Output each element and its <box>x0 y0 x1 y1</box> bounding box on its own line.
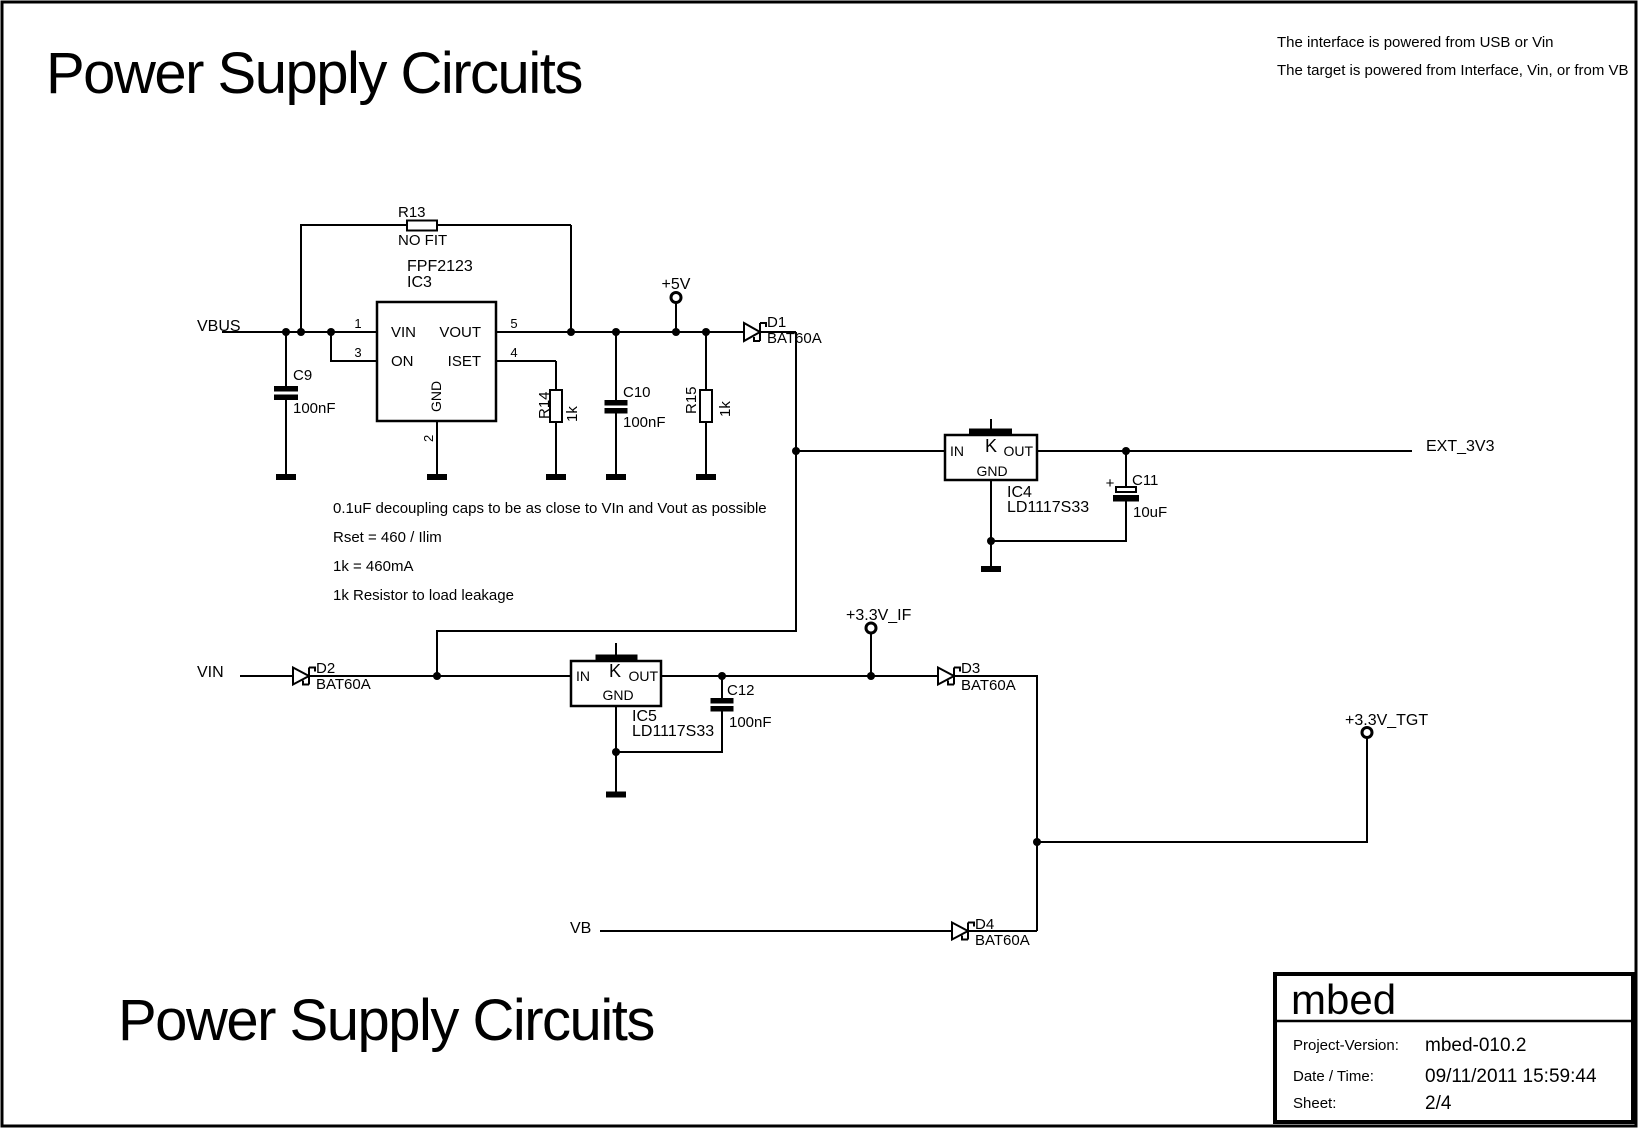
r15-value: 1k <box>717 401 734 417</box>
titleblock-value-project-version: mbed-010.2 <box>1425 1035 1526 1056</box>
d3-value: BAT60A <box>961 677 1016 694</box>
c12-ref: C12 <box>727 682 755 699</box>
c12-value: 100nF <box>729 714 772 731</box>
net-label-vb: VB <box>570 920 591 937</box>
ic4-pin-k: K <box>985 436 997 456</box>
d2-value: BAT60A <box>316 676 371 693</box>
r14-value: 1k <box>564 406 581 422</box>
ic3-ref: IC3 <box>407 274 432 291</box>
titleblock-value-date-time: 09/11/2011 15:59:44 <box>1425 1066 1597 1087</box>
ic3-pin-gnd: GND <box>428 381 444 412</box>
capacitor-c10: C10 100nF <box>604 384 666 431</box>
resistor-r13: R13 NO FIT <box>398 204 447 249</box>
titleblock-label-project-version: Project-Version: <box>1293 1037 1399 1054</box>
titleblock-label-date-time: Date / Time: <box>1293 1068 1374 1085</box>
net-label-3v3-if: +3.3V_IF <box>846 607 912 624</box>
d1-ref: D1 <box>767 314 786 331</box>
power-symbol-3v3-if <box>864 621 878 635</box>
c9-value: 100nF <box>293 400 336 417</box>
brand-logo-text: mbed <box>1291 976 1396 1023</box>
r14-ref: R14 <box>536 391 553 419</box>
note-line-1: 0.1uF decoupling caps to be as close to … <box>333 500 767 517</box>
power-symbol-5v <box>669 291 683 304</box>
d4-value: BAT60A <box>975 932 1030 949</box>
r13-value: NO FIT <box>398 232 447 249</box>
note-line-4: 1k Resistor to load leakage <box>333 587 514 604</box>
net-label-ext-3v3: EXT_3V3 <box>1426 438 1495 455</box>
ic3-pin-vin: VIN <box>391 324 416 341</box>
page-title-bottom: Power Supply Circuits <box>118 988 654 1053</box>
net-label-vbus: VBUS <box>197 318 241 335</box>
diode-d4: D4 BAT60A <box>951 916 1030 949</box>
capacitor-c9: C9 100nF <box>274 367 336 417</box>
ic3-pin-number-1: 1 <box>354 316 361 331</box>
d4-ref: D4 <box>975 916 994 933</box>
d2-ref: D2 <box>316 660 335 677</box>
ic3-pin-number-5: 5 <box>510 316 517 331</box>
ic3-pin-number-3: 3 <box>354 345 361 360</box>
d1-value: BAT60A <box>767 330 822 347</box>
ic3-fpf2123: FPF2123 IC3 VIN ON VOUT ISET GND 1 3 5 4… <box>354 258 517 442</box>
ic3-pin-on: ON <box>391 353 414 370</box>
notes-block: 0.1uF decoupling caps to be as close to … <box>333 500 767 604</box>
ic4-part: LD1117S33 <box>1007 499 1089 516</box>
c11-ref: C11 <box>1132 472 1158 489</box>
c11-value: 10uF <box>1133 504 1167 521</box>
titleblock-value-sheet: 2/4 <box>1425 1093 1452 1114</box>
capacitor-c11: + C11 10uF <box>1106 472 1168 521</box>
ground-symbols <box>276 474 1001 798</box>
title-block: mbed Project-Version: mbed-010.2 Date / … <box>1273 972 1635 1124</box>
wires-vin-section <box>240 633 1368 932</box>
ic4-ref: IC4 <box>1007 484 1032 501</box>
info-line-2: The target is powered from Interface, Vi… <box>1277 62 1629 79</box>
wires-input-section <box>222 224 945 676</box>
ic3-pin-number-2: 2 <box>421 435 436 442</box>
page-title-top: Power Supply Circuits <box>46 41 582 106</box>
power-symbol-3v3-tgt <box>1360 726 1374 739</box>
ic5-pin-gnd: GND <box>602 687 633 703</box>
c9-ref: C9 <box>293 367 312 384</box>
junction-dots <box>282 328 1130 846</box>
ic3-pin-vout: VOUT <box>439 324 481 341</box>
ic5-ld1117s33: IN K OUT GND IC5 LD1117S33 <box>569 654 714 740</box>
ic5-ref: IC5 <box>632 708 657 725</box>
ic5-pin-in: IN <box>576 668 590 684</box>
diode-d2: D2 BAT60A <box>292 660 371 693</box>
ic5-pin-k: K <box>609 661 621 681</box>
net-label-vin: VIN <box>197 664 224 681</box>
ic5-part: LD1117S33 <box>632 723 714 740</box>
note-line-3: 1k = 460mA <box>333 558 413 575</box>
ic3-part: FPF2123 <box>407 258 473 275</box>
ic5-pin-out: OUT <box>628 668 658 684</box>
r15-ref: R15 <box>683 386 700 414</box>
r13-ref: R13 <box>398 204 426 221</box>
ic3-pin-iset: ISET <box>448 353 481 370</box>
ic4-ld1117s33: IN K OUT GND IC4 LD1117S33 <box>943 428 1089 516</box>
diode-d3: D3 BAT60A <box>937 660 1016 694</box>
net-label-3v3-tgt: +3.3V_TGT <box>1345 712 1428 729</box>
c10-value: 100nF <box>623 414 666 431</box>
resistor-r15: R15 1k <box>683 386 734 423</box>
ic4-pin-in: IN <box>950 443 964 459</box>
capacitor-c12: C12 100nF <box>710 682 772 731</box>
c10-ref: C10 <box>623 384 651 401</box>
net-label-5v: +5V <box>662 276 691 293</box>
info-line-1: The interface is powered from USB or Vin <box>1277 34 1554 51</box>
wires-ic4-section <box>990 419 1412 566</box>
ic3-pin-number-4: 4 <box>510 345 517 360</box>
ic4-pin-out: OUT <box>1003 443 1033 459</box>
diode-d1: D1 BAT60A <box>743 314 822 347</box>
resistor-r14: R14 1k <box>536 389 581 423</box>
ic4-pin-gnd: GND <box>976 463 1007 479</box>
c11-polarity: + <box>1106 475 1115 492</box>
d3-ref: D3 <box>961 660 980 677</box>
note-line-2: Rset = 460 / Ilim <box>333 529 442 546</box>
titleblock-label-sheet: Sheet: <box>1293 1095 1336 1112</box>
